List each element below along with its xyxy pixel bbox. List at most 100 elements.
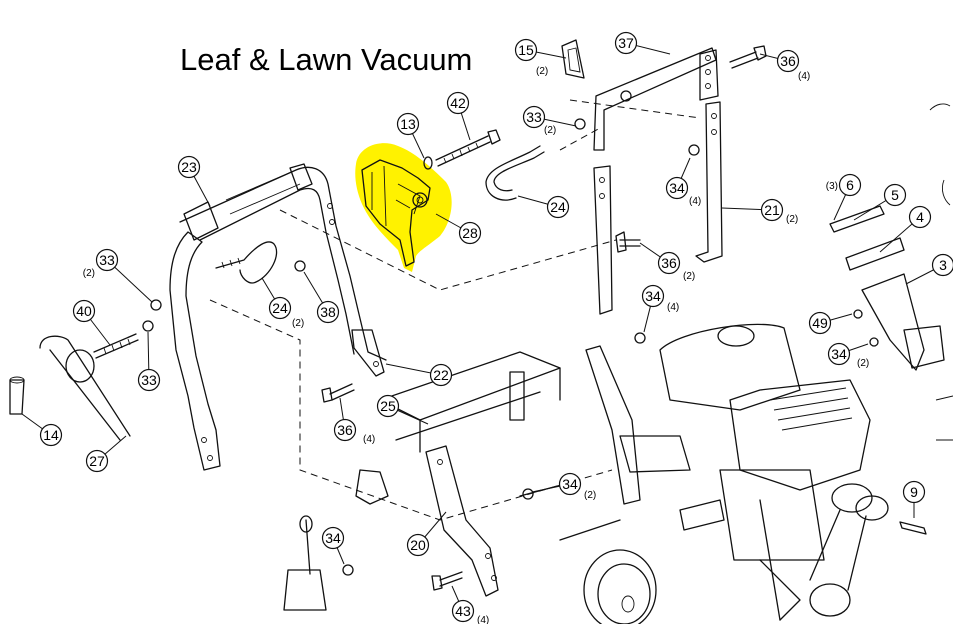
callout-quantity: (4): [689, 196, 701, 207]
callout-quantity: (2): [584, 490, 596, 501]
callout-circle: [808, 311, 832, 335]
callout-36: 36(2): [657, 251, 695, 282]
callout-37: 37: [614, 31, 638, 55]
callout-quantity: (2): [786, 214, 798, 225]
callout-circle: [665, 176, 689, 200]
callout-number: 4: [916, 209, 924, 225]
callout-number: 37: [618, 35, 634, 51]
callout-number: 13: [400, 116, 416, 132]
callout-quantity: (3): [826, 181, 838, 192]
callout-circle: [333, 418, 357, 442]
callout-circle: [760, 198, 784, 222]
callout-number: 38: [320, 304, 336, 320]
callout-quantity: (2): [83, 268, 95, 279]
callout-circle: [321, 526, 345, 550]
callout-number: 33: [141, 372, 157, 388]
callout-number: 33: [526, 109, 542, 125]
callout-circle: [838, 173, 862, 197]
callout-number: 3: [939, 257, 947, 273]
callout-number: 15: [518, 42, 534, 58]
callout-number: 6: [846, 177, 854, 193]
callout-number: 34: [669, 180, 685, 196]
callout-circle: [931, 253, 953, 277]
callout-number: 42: [450, 95, 466, 111]
callout-33: 33(2): [522, 105, 556, 136]
callout-quantity: (2): [536, 66, 548, 77]
callout-circle: [902, 480, 926, 504]
callout-circle: [827, 342, 851, 366]
callout-number: 40: [76, 303, 92, 319]
callout-circle: [522, 105, 546, 129]
callout-circle: [376, 394, 400, 418]
callout-number: 36: [780, 53, 796, 69]
callout-number: 28: [462, 225, 478, 241]
callout-circle: [396, 112, 420, 136]
callout-number: 23: [181, 159, 197, 175]
callout-36: 36 (4): [333, 418, 375, 445]
callout-circle: [657, 251, 681, 275]
callout-circle: [72, 299, 96, 323]
callout-circle: [514, 38, 538, 62]
callout-42: 42: [446, 91, 470, 115]
callout-number: 34: [645, 288, 661, 304]
callout-circle: [406, 533, 430, 557]
callout-circle: [776, 49, 800, 73]
drawing-lines: [9, 39, 953, 624]
callout-21: 21 (2): [760, 198, 798, 225]
callout-34: 34 (4): [665, 176, 701, 207]
callout-28: 28: [458, 221, 482, 245]
callout-number: 34: [831, 346, 847, 362]
callout-24: 24: [546, 195, 570, 219]
callout-number: 22: [433, 367, 449, 383]
callout-number: 24: [550, 199, 566, 215]
callout-38: 38: [316, 300, 340, 324]
callout-number: 36: [337, 422, 353, 438]
callout-number: 34: [562, 476, 578, 492]
callout-34: 34 (2): [827, 342, 869, 369]
callout-13: 13: [396, 112, 420, 136]
callout-circle: [85, 449, 109, 473]
callout-33: 33 (2): [83, 248, 119, 279]
callout-number: 33: [99, 252, 115, 268]
callout-circle: [446, 91, 470, 115]
callout-quantity: (2): [292, 318, 304, 329]
callout-25: 25: [376, 394, 400, 418]
callout-quantity: (4): [363, 434, 375, 445]
diagram-title: Leaf & Lawn Vacuum: [180, 42, 473, 77]
callout-circle: [137, 368, 161, 392]
callout-4: 4: [908, 205, 932, 229]
callout-quantity: (4): [477, 615, 489, 624]
callout-number: 9: [910, 484, 918, 500]
callout-quantity: (4): [667, 302, 679, 313]
callout-6: 6 (3): [826, 173, 862, 197]
callout-number: 20: [410, 537, 426, 553]
callout-9: 9: [902, 480, 926, 504]
callout-circle: [316, 300, 340, 324]
callout-3: 3: [931, 253, 953, 277]
callout-circle: [558, 472, 582, 496]
callout-quantity: (2): [544, 125, 556, 136]
callout-43: 43 (4): [451, 599, 489, 624]
callout-number: 5: [891, 187, 899, 203]
callout-circle: [614, 31, 638, 55]
callout-circle: [95, 248, 119, 272]
callout-quantity: (2): [857, 358, 869, 369]
callout-49: 49: [808, 311, 832, 335]
callout-circle: [429, 363, 453, 387]
callout-number: 21: [764, 202, 780, 218]
callout-circle: [268, 296, 292, 320]
callout-circle: [177, 155, 201, 179]
callout-number: 36: [661, 255, 677, 271]
part-28-highlight: [355, 143, 452, 272]
callout-circle: [908, 205, 932, 229]
callout-15: 15(2): [514, 38, 548, 77]
callout-36: 36(4): [776, 49, 810, 82]
callout-circle: [641, 284, 665, 308]
callout-24: 24(2): [268, 296, 304, 329]
callout-23: 23: [177, 155, 201, 179]
callout-number: 27: [89, 453, 105, 469]
callout-number: 43: [455, 603, 471, 619]
